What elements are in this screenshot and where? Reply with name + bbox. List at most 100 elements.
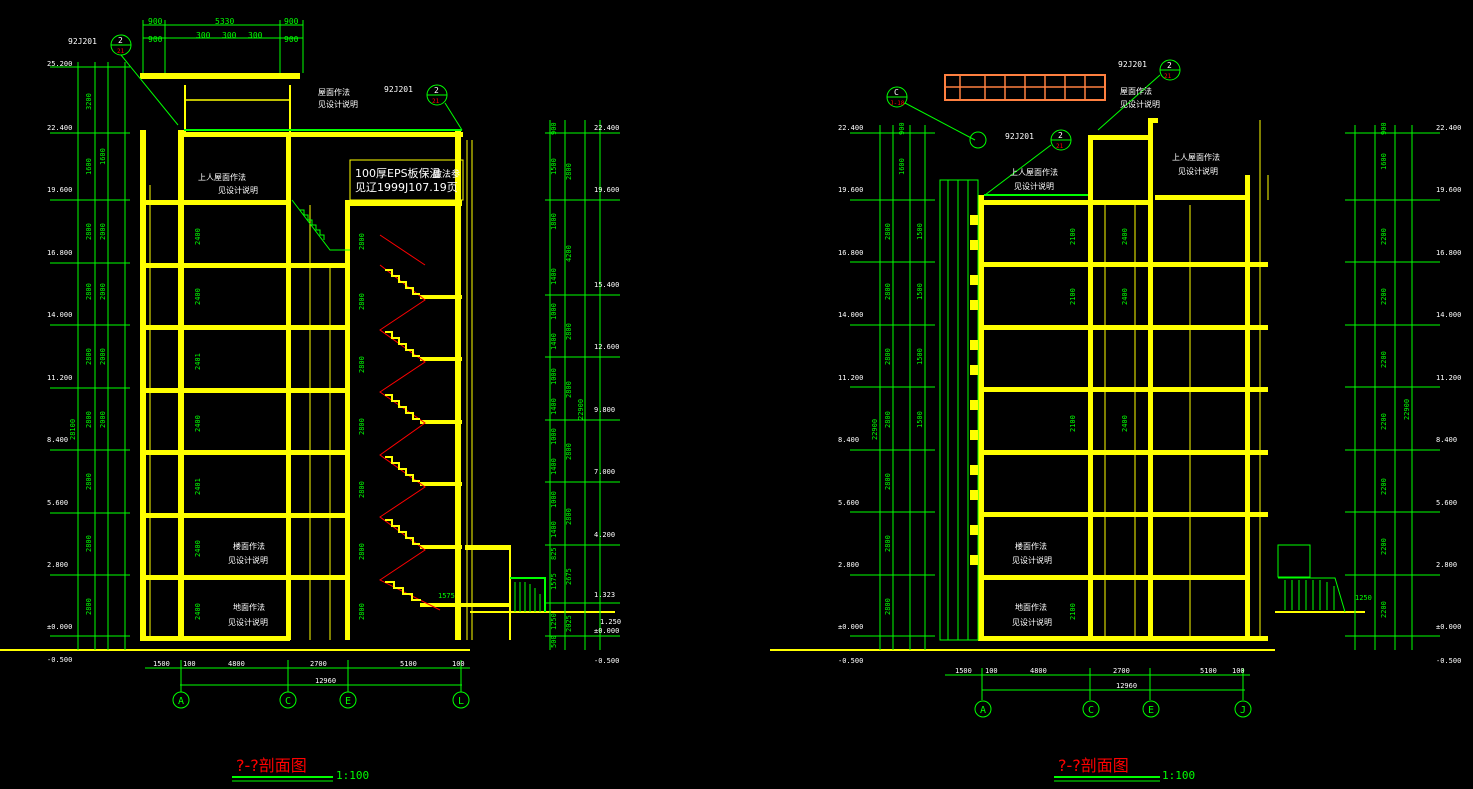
- floor-slab-1: [978, 575, 1248, 580]
- elevation-label: 15.400: [594, 281, 619, 289]
- vdim: 2800: [85, 348, 93, 365]
- rdim: 2200: [1380, 413, 1388, 430]
- right-section-scale: 1:100: [1162, 769, 1195, 782]
- elevation-label: 16.800: [47, 249, 72, 257]
- left-stair-flights: [379, 234, 441, 611]
- rdim: 2800: [565, 508, 573, 525]
- top-ref-sheet: 21: [1164, 73, 1172, 80]
- right-vertical-dims: 900 1600 2800 2800 2800 2800 2800 2800 2…: [871, 122, 1411, 620]
- vdim: 2800: [884, 411, 892, 428]
- rdim: 1400: [550, 268, 558, 285]
- right-elevations-right: 22.400 19.600 16.800 14.000 11.200 8.400…: [1436, 124, 1461, 665]
- top-ref-num: 2: [118, 36, 123, 45]
- inner-dim: 2100: [1069, 228, 1077, 245]
- elevation-label: 8.400: [47, 436, 68, 444]
- elevation-label: -0.500: [594, 657, 619, 665]
- left-vertical-dims: 3200 1600 2800 2800 2800 2800 2800 2800 …: [69, 93, 585, 648]
- left-dimension-columns: [77, 62, 601, 650]
- bottom-dim: 4800: [228, 660, 245, 668]
- roof-ref-label: 92J201: [384, 85, 413, 94]
- right-floor-slabs: [978, 200, 1268, 641]
- insulation-note-line2: 做法参: [433, 168, 460, 180]
- left-elevations-left: 25.200 22.400 19.600 16.800 14.000 11.20…: [47, 60, 72, 664]
- stair-treads: [385, 581, 421, 601]
- right-dimension-ticks: [850, 132, 1440, 637]
- left-section-drawing: [0, 20, 620, 709]
- rdim: 825: [550, 547, 558, 560]
- bottom-dim: 100: [183, 660, 196, 668]
- rdim: 1000: [550, 491, 558, 508]
- rdim: 1400: [550, 521, 558, 538]
- detail-ref-num: C: [894, 88, 899, 97]
- terrace-note-line1: 上人屋面作法: [198, 172, 246, 182]
- axis-label-a: A: [980, 705, 986, 716]
- stair-flight-top: [379, 234, 426, 266]
- left-wall-l: [455, 130, 461, 640]
- vdim: 900: [898, 122, 906, 135]
- left-elevations-right: 22.400 19.600 15.400 12.600 9.800 7.000 …: [594, 124, 621, 665]
- bottom-dim: 4800: [1030, 667, 1047, 675]
- vdim: 1600: [85, 158, 93, 175]
- floor-slab-4: [978, 387, 1268, 392]
- vdim: 2000: [99, 348, 107, 365]
- inner-dim: 2400: [194, 228, 202, 245]
- wall-ref-sheet: 21: [1056, 143, 1064, 150]
- vdim: 1500: [916, 223, 924, 240]
- top-subdim-label: 900: [148, 35, 163, 44]
- inner-dim: 2100: [1069, 288, 1077, 305]
- right-entrance: [1277, 544, 1346, 613]
- floor-slab-7: [978, 200, 1153, 205]
- left-floor-slabs: [140, 200, 350, 641]
- elevation-label: ±0.000: [838, 623, 863, 631]
- vdim: 1500: [916, 411, 924, 428]
- right-terrace-slab: [1155, 195, 1250, 200]
- inner-dim: 2400: [1121, 415, 1129, 432]
- ground-note-line1: 地面作法: [233, 602, 265, 612]
- bottom-dim: 100: [452, 660, 465, 668]
- left-wall-a2: [178, 130, 184, 640]
- left-dimension-ticks: [50, 66, 620, 637]
- stair-dim: 2800: [358, 356, 366, 373]
- right-bottom-dimensions: [945, 668, 1250, 700]
- vdim: 2800: [884, 223, 892, 240]
- inner-dim: 2400: [194, 603, 202, 620]
- vdim: 1600: [99, 148, 107, 165]
- floor-note-line2: 见设计说明: [1012, 555, 1052, 565]
- stair-dim: 2800: [358, 233, 366, 250]
- elevation-label: 14.000: [1436, 311, 1461, 319]
- left-bottom-dimensions: [145, 660, 470, 692]
- right-ref-bubbles: [886, 59, 1181, 196]
- entrance-rail: [510, 577, 546, 612]
- rdim: 2800: [565, 381, 573, 398]
- top-ref-num: 2: [1167, 61, 1172, 70]
- rdim: 2800: [565, 163, 573, 180]
- elevation-label: 1.250: [600, 618, 621, 626]
- axis-bubble-c: [279, 691, 297, 709]
- elevation-label: 2.800: [1436, 561, 1457, 569]
- vdim: 2800: [85, 535, 93, 552]
- right-wall-a: [978, 195, 984, 640]
- elevation-label: 4.200: [594, 531, 615, 539]
- rdim: 2025: [565, 615, 573, 632]
- vdim: 2800: [884, 473, 892, 490]
- rdim-total: 22900: [577, 399, 585, 420]
- rdim: 1000: [550, 428, 558, 445]
- rdim: 4200: [565, 245, 573, 262]
- rdim: 1400: [550, 333, 558, 350]
- right-wall-j: [1245, 175, 1250, 640]
- vdim: 2000: [99, 283, 107, 300]
- roof-pergola-slats: [945, 75, 1105, 100]
- terrace-note-line2: 见设计说明: [218, 185, 258, 195]
- bottom-dim: 2700: [1113, 667, 1130, 675]
- top-subdim-label: 300: [248, 31, 263, 40]
- axis-label-j: J: [1240, 705, 1246, 716]
- vdim: 2800: [85, 473, 93, 490]
- stair-treads: [385, 394, 420, 420]
- floor-slab-5: [978, 325, 1268, 330]
- floor-note-line2: 见设计说明: [228, 555, 268, 565]
- elevation-label: 22.400: [838, 124, 863, 132]
- elevation-label: 12.600: [594, 343, 619, 351]
- left-section-scale: 1:100: [336, 769, 369, 782]
- axis-bubble-l: [452, 691, 470, 709]
